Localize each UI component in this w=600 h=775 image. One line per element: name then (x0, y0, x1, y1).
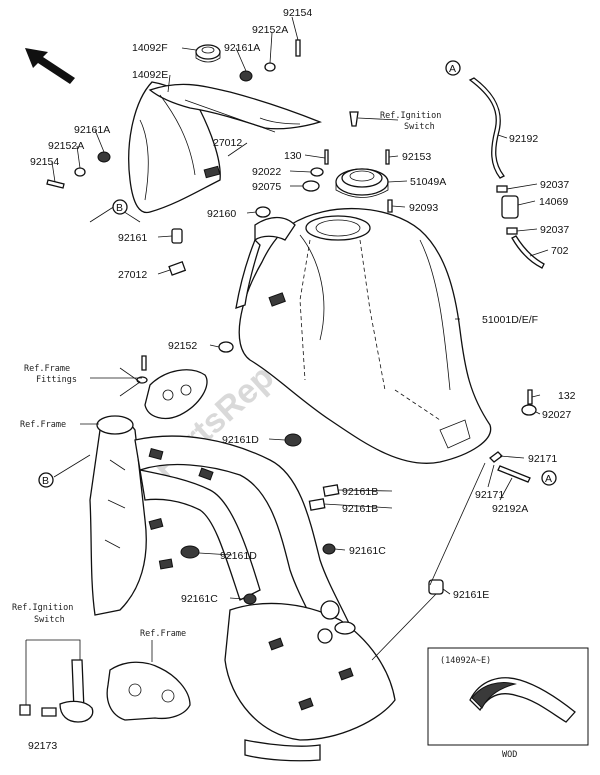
label-92161A-left: 92161A (74, 124, 110, 136)
svg-text:A: A (545, 473, 552, 485)
leader-lines (51, 16, 549, 600)
label-92173: 92173 (28, 740, 57, 752)
marker-A-top: A (445, 60, 461, 76)
inset-title: (14092A~E) (440, 656, 491, 666)
label-92161: 92161 (118, 232, 147, 244)
label-14092E: 14092E (132, 69, 168, 81)
label-92171-b: 92171 (475, 489, 504, 501)
part-labels: 92154 92152A 14092F 92161A 14092E 27012 … (28, 7, 576, 752)
pad-92161B-a (322, 484, 340, 497)
label-132: 132 (558, 390, 576, 402)
bolt-92154-left (46, 179, 65, 189)
bolt-92093 (387, 199, 393, 213)
frame-fittings-bracket (136, 355, 208, 419)
label-27012-a: 27012 (213, 137, 242, 149)
svg-text:B: B (42, 475, 49, 487)
marker-A-bottom: A (541, 470, 557, 486)
label-92161E: 92161E (453, 589, 489, 601)
label-92153: 92153 (402, 151, 431, 163)
reference-notes: Ref.Ignition Switch Ref.Frame Fittings R… (12, 111, 441, 639)
vent-hose-assembly (468, 77, 545, 269)
grommet-92161A-top (239, 70, 253, 82)
label-92161B-a: 92161B (342, 486, 378, 498)
ref-ignition-top-line1: Ref.Ignition (380, 111, 441, 121)
label-51049A: 51049A (410, 176, 446, 188)
label-14069: 14069 (539, 196, 568, 208)
ref-frame-fittings-line1: Ref.Frame (24, 364, 70, 374)
fuel-tank-51001 (235, 207, 492, 464)
label-92093: 92093 (409, 202, 438, 214)
ref-frame-left: Ref.Frame (20, 420, 66, 430)
label-92037-b: 92037 (540, 224, 569, 236)
pad-92161B-b (308, 498, 326, 511)
label-702: 702 (551, 245, 569, 257)
label-92160: 92160 (207, 208, 236, 220)
grommet-92152 (218, 341, 234, 353)
grommet-92161C-a (322, 543, 336, 555)
gasket-92075 (302, 180, 320, 192)
grommet-92161C-b (243, 593, 257, 605)
label-92037-a: 92037 (540, 179, 569, 191)
ref-frame-fittings-line2: Fittings (36, 375, 77, 385)
label-92161D-b: 92161D (220, 550, 257, 562)
front-direction-arrow-icon (25, 48, 75, 84)
label-92161C-b: 92161C (181, 593, 218, 605)
pad-27012-left (168, 261, 187, 276)
label-92161C-a: 92161C (349, 545, 386, 557)
motorcycle-frame (89, 415, 396, 762)
bolt-132 (527, 389, 533, 405)
bolt-92154-top (295, 39, 301, 57)
label-92161A-top: 92161A (224, 42, 260, 54)
label-92022: 92022 (252, 166, 281, 178)
label-92027: 92027 (542, 409, 571, 421)
label-92154-top: 92154 (283, 7, 312, 19)
grommet-92161D-bottom (180, 545, 200, 559)
inset-box: (14092A~E) WOD (427, 647, 589, 760)
svg-text:A: A (449, 63, 456, 75)
ref-ignition-bottom-line2: Switch (34, 615, 65, 625)
label-92075: 92075 (252, 181, 281, 193)
side-cover-14092E (128, 81, 322, 214)
ref-ignition-top-line2: Switch (404, 122, 435, 132)
damper-92160 (254, 206, 296, 242)
label-92192: 92192 (509, 133, 538, 145)
label-130: 130 (284, 150, 302, 162)
marker-B-bottom: B (38, 472, 54, 488)
label-51001: 51001D/E/F (482, 314, 538, 326)
label-92192A: 92192A (492, 503, 528, 515)
bolt-92153 (385, 149, 390, 165)
bolt-130 (324, 149, 329, 165)
label-92154-left: 92154 (30, 156, 59, 168)
pin-92192A (497, 465, 531, 483)
label-92171-a: 92171 (528, 453, 557, 465)
grommet-92161 (171, 228, 183, 244)
label-92152A-left: 92152A (48, 140, 84, 152)
inset-note: WOD (502, 750, 517, 760)
marker-B-top: B (112, 199, 128, 215)
ref-ignition-bottom-line1: Ref.Ignition (12, 603, 73, 613)
collar-92152A-left (74, 167, 86, 177)
ignition-switch-assembly (19, 639, 191, 723)
label-92152: 92152 (168, 340, 197, 352)
ref-frame-bottom: Ref.Frame (140, 629, 186, 639)
cap-14092F (195, 44, 221, 63)
damper-92027 (521, 404, 537, 416)
label-14092F: 14092F (132, 42, 168, 54)
label-92161B-b: 92161B (342, 503, 378, 515)
grommet-92161D-top (284, 433, 302, 447)
ignition-ref-bolt-top (349, 111, 359, 127)
fuel-cap-51049A (335, 168, 389, 198)
label-27012-b: 27012 (118, 269, 147, 281)
label-92152A-top: 92152A (252, 24, 288, 36)
svg-text:B: B (116, 202, 123, 214)
grommet-92161A-left (97, 151, 111, 163)
collar-92152A-top (264, 62, 276, 72)
gasket-92022 (310, 167, 324, 177)
pin-92171 (489, 451, 503, 463)
label-92161D-a: 92161D (222, 434, 259, 446)
